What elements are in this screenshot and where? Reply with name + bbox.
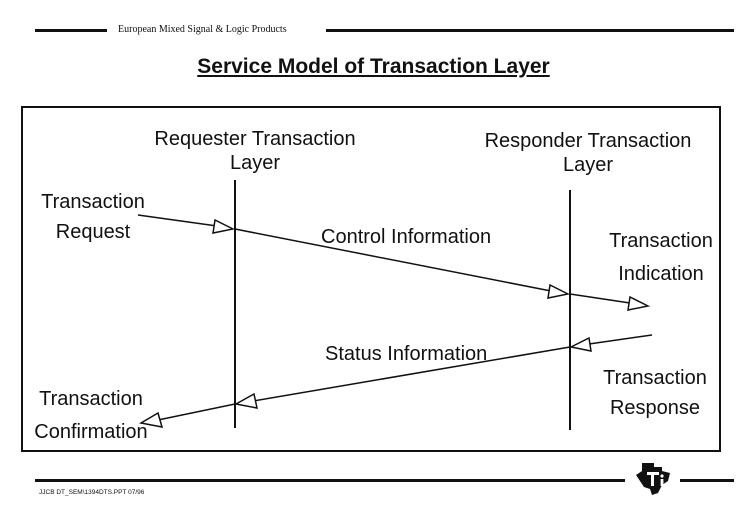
control-arrow-head: [547, 283, 571, 299]
response-arrow-line: [588, 334, 653, 345]
transaction-indication-label: Transaction Indication: [609, 230, 713, 285]
footer-rule-left: [35, 479, 625, 482]
confirmation-arrow-line: [157, 403, 236, 421]
status-arrow-head: [233, 392, 258, 409]
transaction-confirmation-label: Transaction Confirmation: [34, 388, 148, 443]
header-rule-right: [326, 29, 734, 32]
header-rule-left: [35, 29, 107, 32]
texas-instruments-logo-icon: [636, 463, 670, 495]
confirmation-arrow-head: [138, 411, 164, 428]
header-text: European Mixed Signal & Logic Products: [118, 24, 287, 35]
footer-rule-right: [680, 479, 734, 482]
footer-text: JJCB DT_SEM\1394DTS.PPT 07/96: [39, 489, 145, 496]
page-title: Service Model of Transaction Layer: [197, 55, 550, 78]
status-arrow-line: [252, 346, 571, 402]
indication-arrow-head: [627, 295, 651, 311]
responder-layer-label: Responder Transaction Layer: [484, 130, 692, 176]
control-arrow-line: [234, 228, 552, 292]
status-information-label: Status Information: [325, 343, 488, 365]
request-arrow-head: [212, 218, 236, 234]
requester-layer-label: Requester Transaction Layer: [154, 128, 356, 174]
request-arrow-line: [137, 214, 218, 227]
diagram-frame: [21, 106, 721, 452]
control-information-label: Control Information: [321, 226, 492, 248]
transaction-request-label: Transaction Request: [41, 191, 145, 243]
transaction-response-label: Transaction Response: [603, 367, 707, 419]
response-arrow-head: [568, 336, 592, 352]
indication-arrow-line: [569, 293, 631, 304]
